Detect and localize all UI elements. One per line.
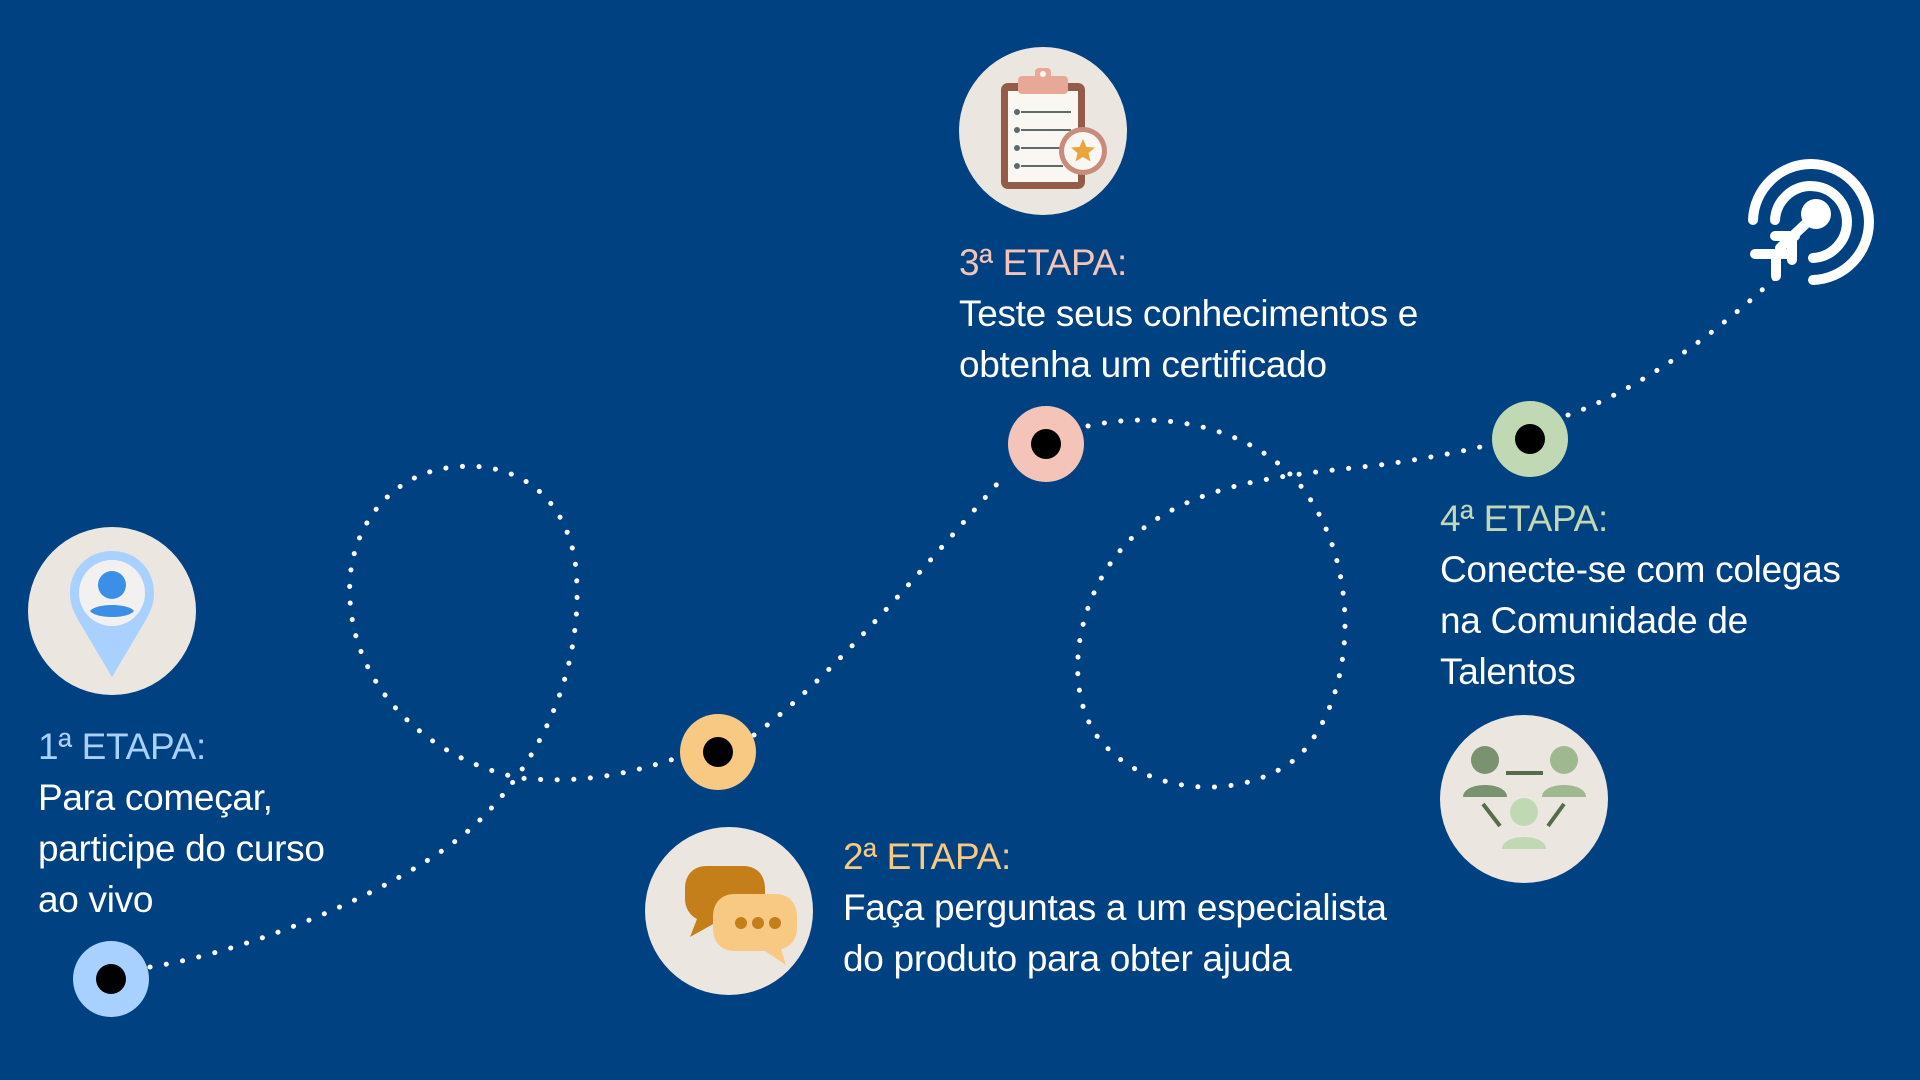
step-3-line-1: Teste seus conhecimentos e <box>959 293 1419 334</box>
step-1-header: 1ª ETAPA: <box>38 726 206 767</box>
step-3-marker <box>1008 406 1084 482</box>
step-1-icon-circle <box>28 527 196 695</box>
step-3-icon-circle <box>959 47 1127 215</box>
marker-core <box>1031 429 1061 459</box>
step-1-marker <box>73 941 149 1017</box>
step-3-text: 3ª ETAPA: Teste seus conhecimentos e obt… <box>959 237 1418 390</box>
target-arrow-icon <box>1748 159 1874 285</box>
step-4-header: 4ª ETAPA: <box>1440 498 1608 539</box>
path-segment-1-2 <box>147 463 683 970</box>
step-3-header: 3ª ETAPA: <box>959 242 1127 283</box>
step-4-icon-circle <box>1440 715 1608 883</box>
step-1-line-2: participe do curso <box>38 828 325 869</box>
marker-core <box>1515 424 1545 454</box>
marker-core <box>96 964 126 994</box>
path-segment-2-3 <box>751 472 1008 738</box>
step-1-text: 1ª ETAPA: Para começar, participe do cur… <box>38 721 325 925</box>
step-2-line-1: Faça perguntas a um especialista <box>843 887 1387 928</box>
step-2-text: 2ª ETAPA: Faça perguntas a um especialis… <box>843 831 1387 984</box>
step-2-icon-circle <box>645 827 813 995</box>
step-4-line-3: Talentos <box>1440 651 1576 692</box>
step-4-line-2: na Comunidade de <box>1440 600 1748 641</box>
step-2-marker <box>680 714 756 790</box>
chat-bubbles-icon <box>685 866 797 965</box>
path-segment-3-4 <box>1075 417 1495 790</box>
step-3-line-2: obtenha um certificado <box>959 344 1327 385</box>
step-1-line-3: ao vivo <box>38 879 154 920</box>
step-4-line-1: Conecte-se com colegas <box>1440 549 1841 590</box>
clipboard-certificate-icon <box>1001 68 1107 189</box>
step-4-marker <box>1492 401 1568 477</box>
step-2-header: 2ª ETAPA: <box>843 836 1011 877</box>
step-4-text: 4ª ETAPA: Conecte-se com colegas na Comu… <box>1440 493 1841 697</box>
step-1-line-1: Para começar, <box>38 777 273 818</box>
marker-core <box>703 737 733 767</box>
step-2-line-2: do produto para obter ajuda <box>843 938 1292 979</box>
location-pin-person-icon <box>70 551 154 677</box>
community-network-icon <box>1463 746 1586 849</box>
